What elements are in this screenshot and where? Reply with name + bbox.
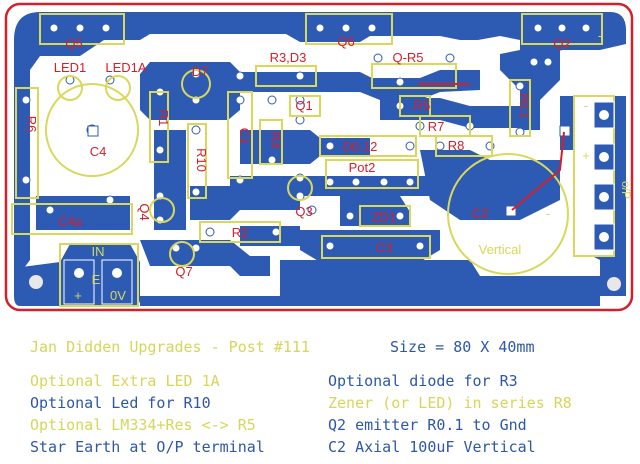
- caption-right-3: Q2 emitter R0.1 to Gnd: [328, 416, 527, 434]
- label-qr5: Q-R5: [392, 50, 423, 65]
- label-r01: R0.1: [517, 93, 531, 119]
- label-c1: C1: [237, 128, 252, 145]
- label-c4: C4: [90, 144, 107, 159]
- caption-left-3: Optional LM334+Res <-> R5: [30, 416, 256, 434]
- label-in: IN: [92, 244, 105, 259]
- label-r2: R2: [232, 225, 249, 240]
- label-vertical: Vertical: [479, 242, 522, 257]
- label-r7: R7: [428, 119, 445, 134]
- label-r3d3: R3,D3: [270, 50, 307, 65]
- label-led1: LED1: [54, 60, 87, 75]
- label-r4: R4: [268, 132, 283, 149]
- component-labels: Q5 Q6 Q2 LED1 LED1A D7 R3,D3 Q-R5 R6 R1 …: [24, 28, 633, 303]
- caption: Jan Didden Upgrades - Post #111 Size = 8…: [30, 338, 572, 456]
- label-r8: R8: [448, 138, 465, 153]
- input-terminal: [59, 243, 139, 307]
- mounting-holes: [29, 275, 621, 291]
- caption-left-2: Optional Led for R10: [30, 394, 211, 412]
- label-op: o/P: [619, 181, 633, 199]
- caption-right-4: C2 Axial 100uF Vertical: [328, 438, 536, 456]
- wire-link: [511, 131, 565, 211]
- output-terminal: [573, 95, 615, 257]
- label-q3: Q3: [295, 204, 312, 219]
- label-q1: Q1: [295, 98, 312, 113]
- label-zd1: ZD1: [372, 209, 397, 224]
- label-q4: Q4: [137, 203, 152, 220]
- label-minus-c2: -: [546, 206, 550, 221]
- caption-title: Jan Didden Upgrades - Post #111: [30, 338, 310, 356]
- caption-right-1: Optional diode for R3: [328, 372, 518, 390]
- label-0v-in: 0V: [110, 288, 126, 303]
- label-minus-q2: -: [598, 28, 602, 43]
- label-e: E: [92, 272, 101, 287]
- caption-size: Size = 80 X 40mm: [390, 338, 535, 356]
- label-c2: C2: [472, 206, 489, 221]
- silkscreen-outlines: [11, 13, 603, 275]
- label-c4a: C4a: [58, 214, 83, 229]
- copper-layer: [14, 12, 626, 306]
- label-q2: Q2: [553, 36, 570, 51]
- label-r1: R1: [156, 110, 171, 127]
- label-c3: C3: [376, 240, 393, 255]
- label-q5: Q5: [65, 36, 82, 51]
- label-q6: Q6: [337, 34, 354, 49]
- label-r5: R5: [414, 98, 431, 113]
- label-plus-in: +: [74, 288, 82, 303]
- label-led1a: LED1A: [105, 60, 147, 75]
- label-r6: R6: [24, 116, 39, 133]
- label-minus-out: -: [584, 98, 588, 113]
- label-pot2: Pot2: [349, 160, 376, 175]
- label-d7: D7: [192, 64, 209, 79]
- caption-left-4: Star Earth at O/P terminal: [30, 438, 265, 456]
- label-r10: R10: [194, 148, 209, 172]
- label-plus-out: +: [582, 148, 590, 163]
- label-q7: Q7: [175, 264, 192, 279]
- caption-left-1: Optional Extra LED 1A: [30, 372, 220, 390]
- caption-right-2: Zener (or LED) in series R8: [328, 394, 572, 412]
- label-d012: D0.12: [343, 139, 378, 154]
